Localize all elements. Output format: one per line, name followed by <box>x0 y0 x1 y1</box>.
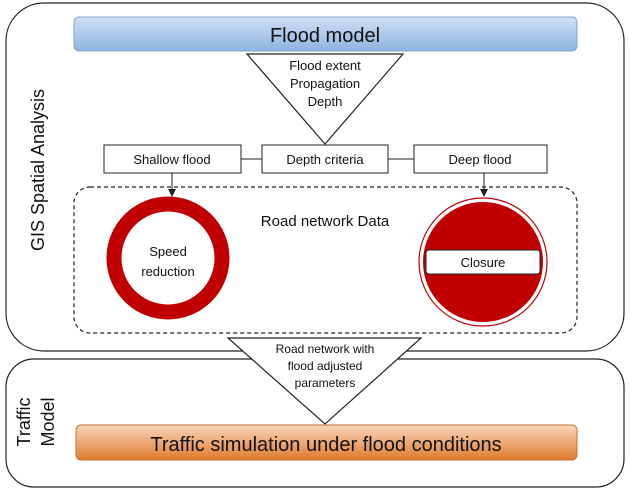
road-output-line2: flood adjusted <box>288 359 363 373</box>
road-network-title: Road network Data <box>261 213 390 230</box>
road-network-box <box>73 186 578 334</box>
speed-sign-line1: Speed <box>149 244 187 259</box>
flood-model-title: Flood model <box>270 25 380 47</box>
traffic-sim-bar <box>75 424 578 461</box>
flood-outputs-line1: Flood extent <box>289 58 361 73</box>
traffic-sim-title: Traffic simulation under flood condition… <box>150 434 501 456</box>
road-output-triangle <box>226 337 423 425</box>
traffic-label-line1: Traffic <box>14 397 34 446</box>
closure-sign-bar <box>425 249 541 275</box>
shallow-flood-label: Shallow flood <box>133 152 210 167</box>
shallow-flood-box <box>103 144 242 174</box>
depth-criteria-label: Depth criteria <box>286 152 364 167</box>
flood-outputs-line2: Propagation <box>290 76 360 91</box>
gis-label: GIS Spatial Analysis <box>28 89 48 251</box>
flood-outputs-line3: Depth <box>308 94 343 109</box>
deep-flood-box <box>413 144 548 174</box>
depth-criteria-box <box>261 144 389 174</box>
closure-sign-label: Closure <box>461 255 506 270</box>
traffic-label-line2: Model <box>38 397 58 446</box>
flood-outputs-triangle <box>245 53 405 145</box>
deep-flood-label: Deep flood <box>449 152 512 167</box>
road-output-line3: parameters <box>295 376 356 390</box>
speed-sign-line2: reduction <box>141 264 194 279</box>
speed-sign-ring <box>106 196 230 320</box>
flood-model-bar <box>73 16 578 52</box>
road-output-line1: Road network with <box>276 342 375 356</box>
